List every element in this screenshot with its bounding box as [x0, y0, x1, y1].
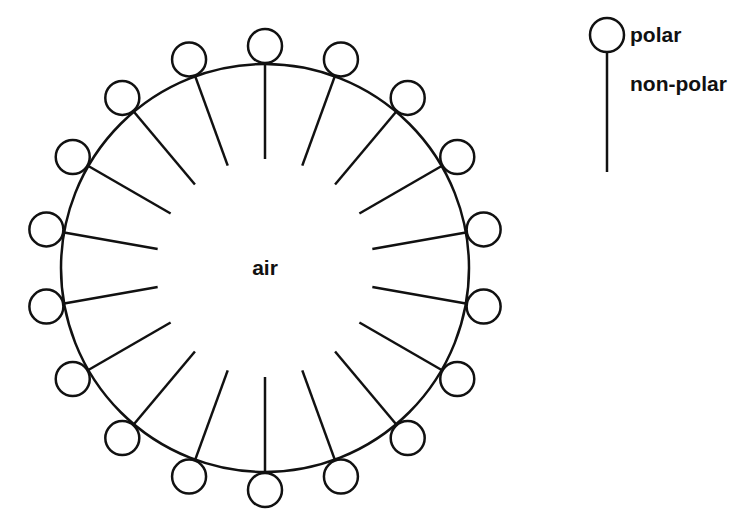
nonpolar-tail	[302, 370, 334, 459]
polar-heads	[29, 29, 500, 507]
nonpolar-tail	[134, 112, 195, 185]
nonpolar-tail	[264, 377, 267, 472]
nonpolar-tail	[88, 166, 170, 214]
legend-label: non-polar	[630, 72, 727, 96]
legend-samples	[590, 18, 624, 172]
polar-head	[440, 362, 474, 396]
polar-head	[467, 290, 501, 324]
nonpolar-tail	[195, 370, 227, 459]
nonpolar-tail	[335, 351, 396, 424]
nonpolar-tails	[64, 64, 466, 472]
nonpolar-tail	[88, 323, 170, 371]
polar-head	[248, 473, 282, 507]
nonpolar-tail	[134, 351, 195, 424]
nonpolar-tail	[372, 233, 466, 249]
nonpolar-tail	[195, 76, 227, 165]
nonpolar-tail	[302, 76, 334, 165]
polar-head	[172, 460, 206, 494]
nonpolar-tail	[372, 287, 466, 303]
polar-head	[29, 212, 63, 246]
polar-head	[440, 140, 474, 174]
legend-label: polar	[630, 23, 681, 47]
polar-head	[467, 212, 501, 246]
polar-head	[324, 42, 358, 76]
polar-head	[56, 362, 90, 396]
nonpolar-tail	[64, 287, 158, 303]
polar-head	[248, 29, 282, 63]
bubble-circle: air	[58, 61, 472, 475]
nonpolar-tail	[64, 233, 158, 249]
polar-head	[56, 140, 90, 174]
nonpolar-tail	[359, 166, 441, 214]
nonpolar-tail	[264, 64, 267, 159]
bubble-outline-shape	[61, 64, 469, 472]
polar-head	[29, 290, 63, 324]
bubble-content: air	[58, 61, 472, 475]
region-label: air	[252, 256, 278, 280]
nonpolar-tail	[359, 323, 441, 371]
polar-head	[172, 42, 206, 76]
polar-head	[324, 460, 358, 494]
nonpolar-tail	[335, 112, 396, 185]
polar-head-sample	[590, 18, 624, 52]
nonpolar-tail-sample	[606, 52, 609, 172]
